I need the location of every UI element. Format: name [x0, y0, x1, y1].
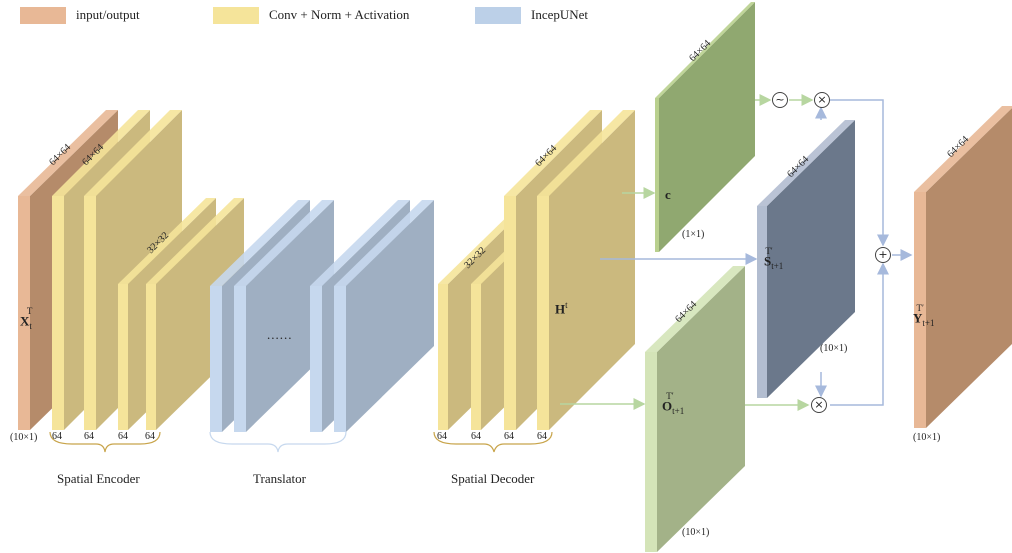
legend-label-io: input/output [76, 7, 140, 22]
o-head-block [645, 266, 745, 552]
arrow-top-to-plus [830, 99, 889, 247]
channel-label-3: 64 [118, 431, 128, 442]
decoder-layer-4 [537, 110, 635, 430]
multiply-operator-top: × [814, 92, 830, 108]
label-h-hidden: Ht [555, 300, 568, 317]
plus-operator: + [875, 247, 891, 263]
multiply-operator-bottom: × [811, 397, 827, 413]
s-head-block [757, 120, 855, 398]
channel-label-6: 64 [471, 431, 481, 442]
size-label-o: (10×1) [682, 527, 710, 538]
translator-layer-2 [234, 200, 334, 432]
arrow-bottom-to-plus [830, 262, 889, 406]
legend-item-conv: Conv + Norm + Activation [213, 6, 409, 24]
decoder-brace [433, 431, 553, 453]
channel-label-4: 64 [145, 431, 155, 442]
size-label-s: (10×1) [820, 343, 848, 354]
label-y-output: Yt+1T′ [913, 303, 935, 328]
label-s: St+1T′ [764, 246, 784, 271]
channel-label-1: 64 [52, 431, 62, 442]
output-y-block [914, 106, 1012, 428]
legend-swatch-incep [475, 6, 521, 24]
channel-label-7: 64 [504, 431, 514, 442]
channel-label-2: 64 [84, 431, 94, 442]
encoder-brace [49, 431, 161, 453]
label-x-input: XtT [20, 306, 33, 331]
tilde-operator: ~ [772, 92, 788, 108]
size-label-x: (10×1) [10, 432, 38, 443]
legend-label-conv: Conv + Norm + Activation [269, 7, 410, 22]
legend-item-incep: IncepUNet [475, 6, 588, 24]
size-label-y: (10×1) [913, 432, 941, 443]
legend-swatch-io [20, 6, 66, 24]
translator-brace [209, 431, 347, 453]
c-head-block [655, 2, 755, 252]
legend-item-io: input/output [20, 6, 140, 24]
channel-label-8: 64 [537, 431, 547, 442]
translator-ellipsis: ...... [267, 327, 293, 342]
caption-spatial-encoder: Spatial Encoder [57, 471, 140, 486]
legend-swatch-conv [213, 6, 259, 24]
caption-translator: Translator [253, 471, 306, 486]
encoder-layer-4 [146, 198, 244, 430]
label-c: c [665, 187, 671, 202]
legend-label-incep: IncepUNet [531, 7, 589, 22]
translator-layer-4 [334, 200, 434, 432]
caption-spatial-decoder: Spatial Decoder [451, 471, 535, 486]
size-label-c: (1×1) [682, 229, 705, 240]
label-o: Ot+1T′ [662, 391, 685, 416]
channel-label-5: 64 [437, 431, 447, 442]
